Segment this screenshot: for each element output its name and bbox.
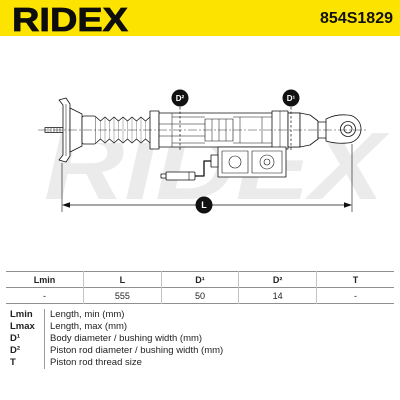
col-header-d2: D² [238, 271, 317, 288]
callout-d2: D² [171, 89, 189, 107]
col-header-t: T [315, 271, 394, 288]
abbreviation-legend: Lmin Length, min (mm) Lmax Length, max (… [6, 309, 394, 369]
legend-abbr: D¹ [6, 333, 45, 345]
cell-d2: 14 [238, 287, 317, 304]
spec-table-header-row: Lmin L D¹ D² T [6, 271, 394, 288]
list-item: D² Piston rod diameter / bushing width (… [6, 345, 394, 357]
legend-desc: Body diameter / bushing width (mm) [50, 333, 203, 344]
shock-absorber-drawing: RIDEX [38, 89, 390, 220]
electrical-connector [160, 171, 196, 181]
cell-l: 555 [83, 287, 162, 304]
list-item: D¹ Body diameter / bushing width (mm) [6, 333, 394, 345]
lower-eye-mount [325, 114, 362, 144]
legend-desc: Length, max (mm) [50, 321, 128, 332]
legend-abbr: Lmin [6, 309, 45, 321]
brand-header: RIDEX 854S1829 [0, 0, 400, 36]
list-item: T Piston rod thread size [6, 357, 394, 369]
cell-lmin: - [43, 290, 47, 301]
table-row: - 555 50 14 - [6, 287, 394, 304]
arrowhead-left [62, 202, 70, 208]
logo-text: RIDEX [12, 4, 128, 34]
cell-d1: 50 [160, 287, 239, 304]
col-header-l: L [83, 271, 162, 288]
valve-housing [210, 146, 287, 178]
list-item: Lmin Length, min (mm) [6, 309, 394, 321]
legend-abbr: D² [6, 345, 45, 357]
cable-port [210, 154, 219, 168]
cell-t: - [315, 287, 394, 304]
callout-length: L [195, 196, 213, 214]
callout-d1: D¹ [282, 89, 300, 107]
legend-desc: Piston rod thread size [50, 357, 142, 368]
length-extension-lines [61, 144, 353, 212]
list-item: Lmax Length, max (mm) [6, 321, 394, 333]
legend-desc: Piston rod diameter / bushing width (mm) [50, 345, 224, 356]
ridex-logo: RIDEX [12, 4, 129, 34]
legend-abbr: T [6, 357, 45, 369]
arrowhead-right [344, 202, 352, 208]
connector-cable [195, 160, 211, 177]
legend-desc: Length, min (mm) [50, 309, 125, 320]
legend-abbr: Lmax [6, 321, 45, 333]
part-number: 854S1829 [320, 10, 393, 27]
col-header-lmin: Lmin [33, 274, 56, 285]
callout-d2-label: D² [176, 94, 185, 103]
callout-d1-label: D¹ [287, 94, 296, 103]
callout-length-label: L [201, 200, 207, 210]
spec-table: Lmin L D¹ D² T - 555 50 14 - [6, 271, 394, 304]
col-header-d1: D¹ [160, 271, 239, 288]
